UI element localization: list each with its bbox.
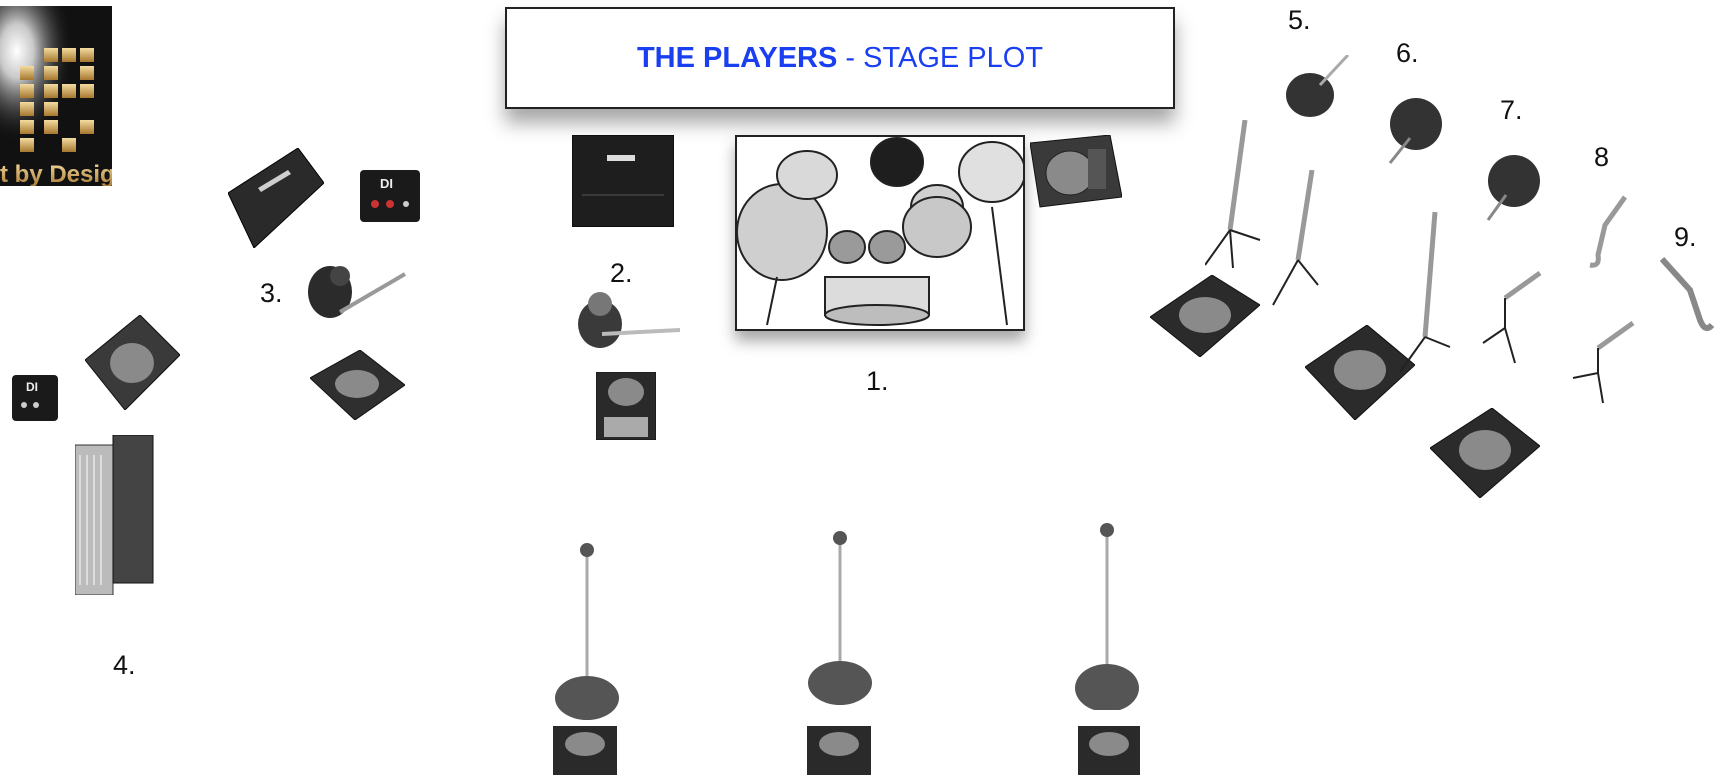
title-bold: THE PLAYERS bbox=[637, 42, 837, 75]
vocal-mic-stand bbox=[1075, 520, 1145, 715]
wedge-monitor bbox=[1078, 726, 1140, 780]
saxophone-8 bbox=[1580, 195, 1630, 275]
wedge-monitor bbox=[310, 350, 405, 425]
di-label: DI bbox=[380, 176, 393, 191]
mic-stand bbox=[1395, 212, 1455, 387]
label-player-4: 4. bbox=[113, 650, 136, 681]
trombone-player-5 bbox=[1280, 55, 1350, 140]
mic-stand bbox=[1475, 268, 1545, 373]
saxophone-9 bbox=[1660, 255, 1720, 340]
di-box: DI bbox=[12, 375, 58, 426]
keyboard-rig bbox=[75, 435, 175, 600]
guitar-amp bbox=[228, 148, 324, 253]
mic-stand bbox=[1568, 318, 1638, 413]
label-player-7: 7. bbox=[1500, 95, 1523, 126]
title-rest: - STAGE PLOT bbox=[837, 42, 1043, 75]
label-player-3: 3. bbox=[260, 278, 283, 309]
di-box: DI bbox=[360, 170, 420, 227]
wedge-monitor bbox=[85, 315, 180, 415]
logo-text: t by Design bbox=[0, 161, 112, 186]
vocal-mic-stand bbox=[808, 528, 878, 713]
mic-stand bbox=[1205, 120, 1265, 275]
wedge-monitor bbox=[596, 372, 656, 445]
label-player-6: 6. bbox=[1396, 38, 1419, 69]
label-player-1: 1. bbox=[866, 366, 889, 397]
guitarist-3 bbox=[300, 262, 410, 341]
company-logo: t by Design bbox=[0, 6, 112, 186]
bassist-2 bbox=[572, 290, 682, 365]
label-player-9: 9. bbox=[1674, 222, 1697, 253]
di-label: DI bbox=[26, 380, 38, 394]
label-player-5: 5. bbox=[1288, 5, 1311, 36]
plot-title-box: THE PLAYERS - STAGE PLOT bbox=[505, 7, 1175, 109]
vocal-mic-stand bbox=[555, 540, 625, 725]
wedge-monitor bbox=[1430, 408, 1540, 503]
guitar-amp bbox=[572, 135, 674, 232]
trumpet-player-6 bbox=[1380, 88, 1450, 173]
wedge-monitor bbox=[807, 726, 871, 780]
drum-kit bbox=[735, 135, 1025, 331]
speaker-cabinet bbox=[1030, 135, 1122, 215]
mic-stand bbox=[1268, 170, 1328, 315]
wedge-monitor bbox=[1150, 275, 1260, 362]
trumpet-player-7 bbox=[1478, 145, 1548, 230]
label-player-8: 8 bbox=[1594, 142, 1609, 173]
label-player-2: 2. bbox=[610, 258, 633, 289]
wedge-monitor bbox=[553, 726, 617, 780]
